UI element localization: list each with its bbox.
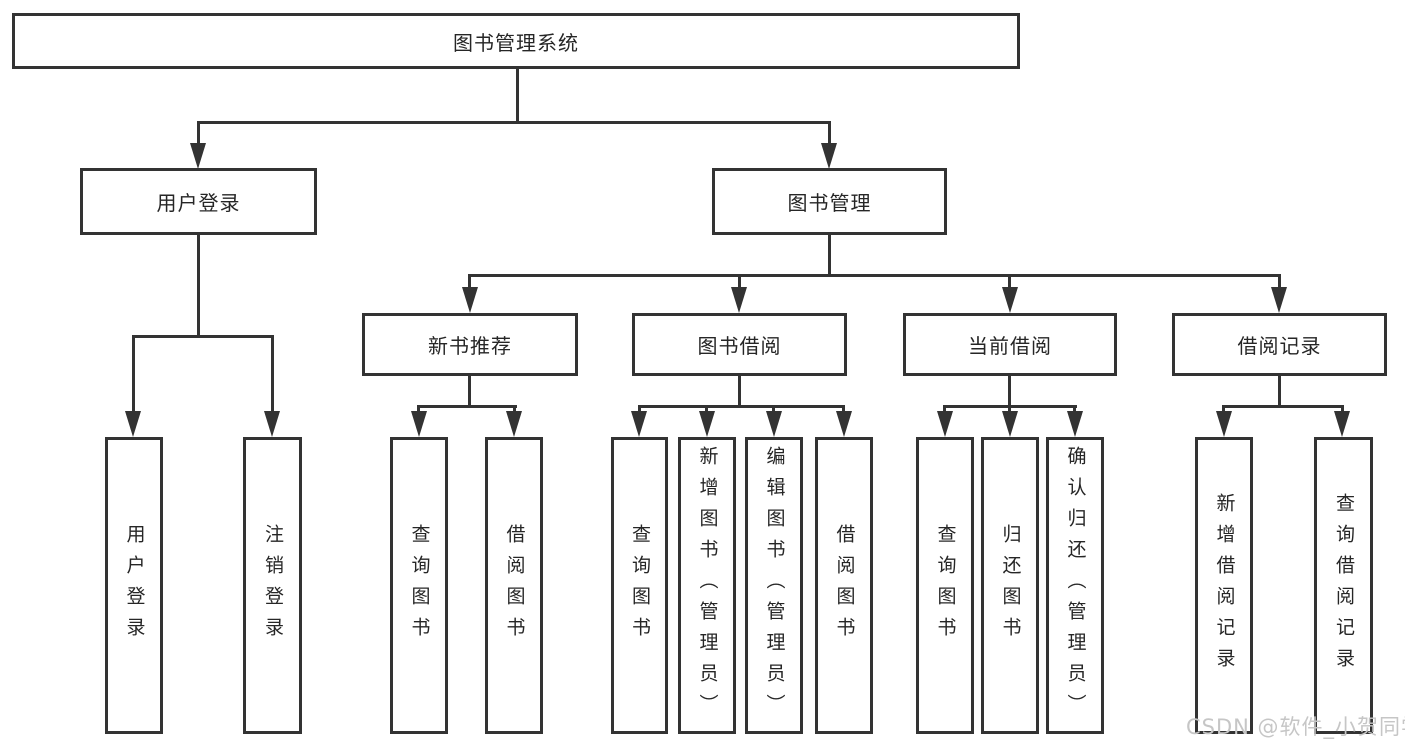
connector-borrowing-records-bus <box>1222 405 1344 408</box>
node-current-borrowing: 当前借阅 <box>903 313 1117 376</box>
connector-drop <box>417 405 420 415</box>
connector-drop <box>842 405 845 415</box>
leaf-search-books-borrowing: 查询图书 <box>611 437 668 734</box>
arrow-down-icon <box>1002 287 1018 313</box>
node-book-borrowing: 图书借阅 <box>632 313 847 376</box>
arrow-down-icon <box>631 411 647 437</box>
arrow-down-icon <box>821 143 837 169</box>
connector-drop <box>772 405 775 415</box>
arrow-down-icon <box>731 287 747 313</box>
leaf-return-books: 归还图书 <box>981 437 1039 734</box>
node-label: 查询图书 <box>934 523 957 648</box>
node-label: 新书推荐 <box>428 334 512 358</box>
connector-borrowing-records-stem <box>1278 376 1281 408</box>
csdn-watermark: CSDN @软件_小贺同学 <box>1186 715 1405 739</box>
arrow-down-icon <box>1334 411 1350 437</box>
connector-user-login-stem <box>197 235 200 338</box>
node-borrowing-records: 借阅记录 <box>1172 313 1387 376</box>
leaf-add-borrow-record: 新增借阅记录 <box>1195 437 1253 734</box>
arrow-down-icon <box>125 411 141 437</box>
node-label: 查询借阅记录 <box>1333 492 1355 679</box>
node-label: 用户登录 <box>156 191 241 215</box>
arrow-down-icon <box>411 411 427 437</box>
arrow-down-icon <box>264 411 280 437</box>
connector-user-login-bus <box>132 335 274 338</box>
connector-new-book-stem <box>468 376 471 408</box>
connector-book-borrowing-bus <box>638 405 845 408</box>
connector-drop <box>513 405 516 415</box>
leaf-edit-books-admin: 编辑图书（管理员） <box>745 437 803 734</box>
arrow-down-icon <box>1067 411 1083 437</box>
arrow-down-icon <box>1002 411 1018 437</box>
leaf-search-books-recommend: 查询图书 <box>390 437 448 734</box>
node-label: 用户登录 <box>123 523 146 648</box>
connector-drop <box>1222 405 1225 415</box>
leaf-user-login: 用户登录 <box>105 437 163 734</box>
node-label: 图书借阅 <box>697 334 782 358</box>
arrow-down-icon <box>937 411 953 437</box>
leaf-borrow-books-recommend: 借阅图书 <box>485 437 543 734</box>
connector-book-borrowing-stem <box>738 376 741 408</box>
node-label: 新增图书（管理员） <box>696 446 719 725</box>
node-label: 当前借阅 <box>968 334 1052 358</box>
connector-drop <box>1073 405 1076 415</box>
node-label: 新增借阅记录 <box>1213 492 1236 679</box>
leaf-add-books-admin: 新增图书（管理员） <box>678 437 736 734</box>
node-label: 查询图书 <box>629 523 651 648</box>
connector-drop <box>1008 405 1011 415</box>
connector-new-book-bus <box>417 405 517 408</box>
leaf-confirm-return-admin: 确认归还（管理员） <box>1046 437 1104 734</box>
connector-drop-borrowing-records <box>1278 274 1281 290</box>
connector-book-management-stem <box>828 235 831 277</box>
node-label: 确认归还（管理员） <box>1064 446 1087 725</box>
connector-drop <box>705 405 708 415</box>
connector-drop-leaf-logout <box>271 335 274 413</box>
connector-drop-leaf-user-login <box>132 335 135 413</box>
connector-drop <box>943 405 946 415</box>
node-label: 注销登录 <box>262 523 284 648</box>
node-book-management: 图书管理 <box>712 168 947 235</box>
connector-drop-new-book <box>468 274 471 290</box>
connector-current-borrowing-stem <box>1008 376 1011 408</box>
leaf-logout: 注销登录 <box>243 437 302 734</box>
arrow-down-icon <box>766 411 782 437</box>
arrow-down-icon <box>699 411 715 437</box>
connector-drop-book-management <box>828 121 831 146</box>
connector-book-management-bus <box>468 274 1281 277</box>
arrow-down-icon <box>190 143 206 169</box>
node-user-login: 用户登录 <box>80 168 317 235</box>
node-label: 借阅记录 <box>1237 334 1322 358</box>
connector-root-stem <box>516 69 519 124</box>
node-label: 借阅图书 <box>833 523 856 648</box>
connector-drop-book-borrowing <box>738 274 741 290</box>
arrow-down-icon <box>506 411 522 437</box>
arrow-down-icon <box>1216 411 1232 437</box>
leaf-search-books-current: 查询图书 <box>916 437 974 734</box>
arrow-down-icon <box>836 411 852 437</box>
leaf-search-borrow-record: 查询借阅记录 <box>1314 437 1373 734</box>
node-label: 查询图书 <box>408 523 431 648</box>
node-label: 图书管理 <box>787 191 872 215</box>
arrow-down-icon <box>1271 287 1287 313</box>
connector-drop-current-borrowing <box>1008 274 1011 290</box>
node-label: 编辑图书（管理员） <box>763 446 786 725</box>
arrow-down-icon <box>462 287 478 313</box>
connector-drop <box>638 405 641 415</box>
connector-drop <box>1341 405 1344 415</box>
node-label: 借阅图书 <box>503 523 526 648</box>
connector-drop-user-login <box>197 121 200 146</box>
node-label: 归还图书 <box>999 523 1022 648</box>
node-new-book-recommendation: 新书推荐 <box>362 313 578 376</box>
node-label: 图书管理系统 <box>453 30 579 55</box>
leaf-borrow-books-borrowing: 借阅图书 <box>815 437 873 734</box>
connector-root-bus <box>197 121 831 124</box>
node-root-library-management-system: 图书管理系统 <box>12 13 1020 69</box>
